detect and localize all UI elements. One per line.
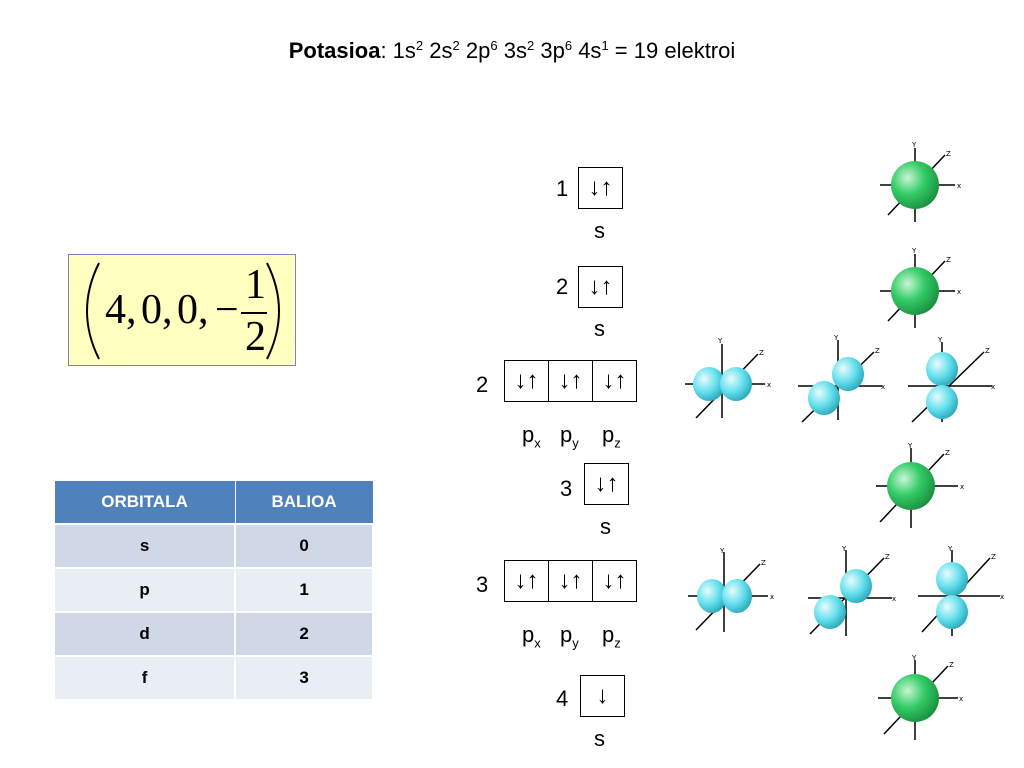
- config-2s: 2s2: [429, 38, 460, 63]
- quantum-numbers-box: 4, 0, 0, − 1 2: [68, 254, 296, 366]
- svg-text:Y: Y: [947, 545, 953, 553]
- shell-number-1s: 1: [556, 176, 569, 201]
- table-row: d 2: [52, 611, 374, 657]
- quantum-m: 0,: [177, 287, 209, 333]
- s-orbital-4s-illustration: Y Z x: [878, 654, 963, 740]
- py-orbital-3p-illustration: Y Z x: [808, 545, 896, 636]
- svg-text:Y: Y: [911, 654, 917, 662]
- orbital-label-3px: px: [522, 622, 541, 651]
- orbital-box-3s: ↓↑: [584, 463, 629, 505]
- quantum-sign: −: [215, 287, 239, 333]
- shell-number-3p: 3: [476, 572, 489, 597]
- svg-text:Z: Z: [945, 449, 950, 457]
- orbital-label-4s: s: [594, 726, 605, 751]
- orbital-label-1s: s: [594, 218, 605, 243]
- svg-text:x: x: [767, 381, 771, 389]
- svg-text:x: x: [991, 383, 995, 391]
- svg-text:x: x: [1000, 593, 1004, 601]
- px-orbital-2p-illustration: Y Z x: [685, 337, 771, 419]
- quantum-l: 0,: [141, 287, 173, 333]
- quantum-num: 1: [245, 262, 266, 308]
- svg-text:Y: Y: [719, 547, 725, 555]
- orbital-value-table: ORBITALA BALIOA s 0 p 1 d 2 f 3: [52, 480, 374, 701]
- svg-text:Z: Z: [885, 553, 890, 561]
- orbital-label-2py: py: [560, 422, 579, 451]
- parentheses: [86, 262, 280, 360]
- px-orbital-3p-illustration: Y Z x: [688, 547, 774, 632]
- table-cell: f: [52, 655, 237, 701]
- svg-text:Z: Z: [991, 553, 996, 561]
- svg-text:Y: Y: [911, 141, 917, 149]
- table-cell: d: [52, 611, 237, 657]
- orbital-label-3py: py: [560, 622, 579, 651]
- table-cell: 1: [234, 567, 374, 613]
- quantum-n: 4,: [105, 287, 137, 333]
- table-row: p 1: [52, 567, 374, 613]
- config-4s: 4s1: [578, 38, 609, 63]
- header-orbitala: ORBITALA: [53, 480, 236, 525]
- py-orbital-2p-illustration: Y Z x: [798, 334, 885, 423]
- svg-text:Z: Z: [949, 661, 954, 669]
- orbital-label-2s: s: [594, 316, 605, 341]
- shell-number-3s: 3: [560, 476, 573, 501]
- s-orbital-1s-illustration: Y Z x: [880, 141, 961, 222]
- orbital-label-2pz: pz: [602, 422, 621, 451]
- table-header-row: ORBITALA BALIOA: [53, 480, 374, 525]
- svg-text:Y: Y: [911, 247, 917, 255]
- quantum-den: 2: [245, 314, 266, 360]
- svg-text:x: x: [892, 595, 896, 603]
- orbital-box-2pz: ↓↑: [592, 360, 637, 402]
- svg-text:Y: Y: [907, 442, 913, 450]
- orbital-label-2px: px: [522, 422, 541, 451]
- svg-text:x: x: [957, 182, 961, 190]
- pz-orbital-2p-illustration: Y Z x: [908, 336, 995, 423]
- orbital-box-1s: ↓↑: [578, 167, 623, 209]
- svg-text:Z: Z: [946, 150, 951, 158]
- svg-text:Z: Z: [875, 347, 880, 355]
- table-row: s 0: [52, 523, 374, 569]
- orbital-label-3pz: pz: [602, 622, 621, 651]
- svg-text:x: x: [957, 288, 961, 296]
- svg-text:Z: Z: [761, 559, 766, 567]
- config-2p: 2p6: [465, 38, 498, 63]
- svg-text:Z: Z: [946, 256, 951, 264]
- page-title: Potasioa: 1s2 2s2 2p6 3s2 3p6 4s1 = 19 e…: [288, 38, 736, 63]
- shell-number-2s: 2: [556, 274, 569, 299]
- svg-text:Y: Y: [717, 337, 723, 345]
- table-row: f 3: [52, 655, 374, 701]
- svg-text:x: x: [881, 383, 885, 391]
- table-cell: 0: [234, 523, 374, 569]
- s-orbital-3s-illustration: Y Z x: [876, 442, 964, 528]
- shell-number-4s: 4: [556, 686, 569, 711]
- config-1s: 1s2: [392, 38, 424, 63]
- orbital-box-2s: ↓↑: [578, 266, 623, 308]
- svg-text:Y: Y: [937, 336, 943, 344]
- table-cell: p: [52, 567, 237, 613]
- shell-number-2p: 2: [476, 372, 489, 397]
- table-cell: 2: [234, 611, 374, 657]
- header-balioa: BALIOA: [234, 480, 374, 525]
- orbital-box-2px: ↓↑: [504, 360, 549, 402]
- svg-text:x: x: [960, 483, 964, 491]
- config-3p: 3p6: [540, 38, 573, 63]
- svg-text:Z: Z: [759, 349, 764, 357]
- orbital-box-3px: ↓↑: [504, 560, 549, 602]
- pz-orbital-3p-illustration: Y Z x: [918, 545, 1004, 636]
- orbital-box-3py: ↓↑: [548, 560, 593, 602]
- orbital-box-2py: ↓↑: [548, 360, 593, 402]
- config-3s: 3s2: [503, 38, 535, 63]
- orbital-box-3pz: ↓↑: [592, 560, 637, 602]
- table-cell: s: [52, 523, 237, 569]
- svg-text:Y: Y: [833, 334, 839, 342]
- svg-text:x: x: [770, 593, 774, 601]
- orbital-box-4s: ↓: [580, 675, 625, 717]
- orbital-label-3s: s: [600, 514, 611, 539]
- svg-text:Y: Y: [841, 545, 847, 553]
- svg-text:Z: Z: [985, 347, 990, 355]
- svg-text:x: x: [959, 695, 963, 703]
- s-orbital-2s-illustration: Y Z x: [880, 247, 961, 328]
- table-cell: 3: [234, 655, 374, 701]
